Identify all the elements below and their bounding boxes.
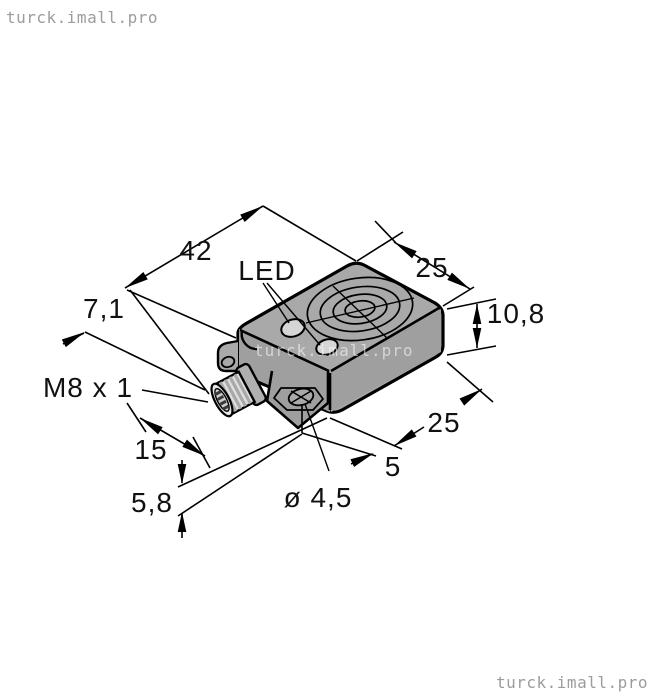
dim-line-42 bbox=[124, 205, 264, 289]
contact-slot bbox=[219, 399, 227, 406]
contact-slot bbox=[222, 404, 230, 411]
extension-line bbox=[374, 220, 397, 244]
top-face-notch-arc bbox=[240, 330, 258, 351]
sensing-ring-2 bbox=[319, 285, 401, 333]
contact-slot bbox=[214, 390, 222, 396]
side-face-shade bbox=[331, 309, 441, 412]
led-indicator-2 bbox=[315, 338, 339, 356]
extension-line bbox=[329, 417, 403, 450]
arrowhead bbox=[182, 439, 205, 456]
extension-line bbox=[126, 289, 237, 339]
extension-line bbox=[84, 331, 206, 391]
dim-label-width-top: 25 bbox=[415, 252, 448, 283]
arrowheads bbox=[61, 206, 482, 532]
crosshair-line bbox=[305, 297, 415, 324]
extension-line bbox=[192, 436, 211, 469]
top-side-edge bbox=[330, 306, 440, 373]
dim-label-length: 42 bbox=[179, 235, 212, 266]
arrowhead bbox=[459, 389, 482, 406]
arrowhead bbox=[240, 206, 263, 223]
hole-cross-line bbox=[290, 390, 312, 404]
tick-10-8-bottom bbox=[446, 345, 497, 356]
top-front-edge bbox=[239, 328, 330, 373]
sensing-ring-outer bbox=[306, 276, 414, 342]
arrowhead bbox=[472, 328, 482, 348]
dim-line-5 bbox=[301, 432, 377, 457]
extension-line bbox=[177, 433, 303, 517]
watermark-top-left: turck.imall.pro bbox=[6, 8, 158, 27]
arrowhead bbox=[177, 512, 187, 532]
sensor-body bbox=[216, 261, 445, 414]
led-label: LED bbox=[238, 255, 295, 286]
arrowhead bbox=[350, 453, 374, 468]
arrowhead bbox=[177, 464, 187, 484]
arrowhead bbox=[140, 418, 163, 435]
hole-diameter-leader bbox=[304, 403, 330, 472]
dim-label-height: 10,8 bbox=[487, 298, 546, 329]
hole-diameter-label: ø 4,5 bbox=[284, 482, 353, 513]
mounting-hole-boss bbox=[265, 370, 330, 430]
leader-lines bbox=[141, 282, 330, 472]
slot-curl-detail bbox=[220, 355, 236, 369]
contact-slot bbox=[217, 395, 225, 401]
led-leader-1 bbox=[262, 282, 290, 324]
dim-label-connector-offset: 15 bbox=[134, 434, 167, 465]
extension-line bbox=[129, 289, 210, 395]
led-leader-2 bbox=[266, 282, 321, 346]
dim-label-connector-protrusion: 7,1 bbox=[83, 293, 125, 324]
extension-line bbox=[442, 286, 475, 307]
thread-label: M8 x 1 bbox=[43, 372, 133, 403]
thread-band bbox=[228, 376, 247, 407]
sensing-face bbox=[305, 276, 415, 342]
extension-line bbox=[356, 231, 404, 262]
sensing-ring-3 bbox=[332, 293, 388, 325]
thread-band bbox=[223, 378, 243, 410]
tick-10-8-top bbox=[446, 298, 497, 310]
watermark-bottom-right: turck.imall.pro bbox=[496, 673, 648, 692]
arrowhead bbox=[125, 271, 148, 288]
thread-leader bbox=[141, 389, 209, 403]
extension-line bbox=[262, 205, 357, 262]
led-indicator-1 bbox=[280, 318, 306, 338]
arrowhead bbox=[472, 304, 482, 324]
crosshair-line bbox=[332, 285, 388, 339]
arrowhead bbox=[394, 242, 417, 259]
construction-lines-behind bbox=[84, 205, 357, 517]
dimension-labels: 42 LED 25 10,8 7,1 M8 x 1 15 25 5 ø 4,5 … bbox=[43, 235, 546, 518]
arrowhead bbox=[447, 272, 470, 289]
arrowhead bbox=[394, 429, 417, 446]
arrowhead bbox=[61, 332, 85, 348]
watermark-body: turck.imall.pro bbox=[254, 341, 414, 360]
thread-band bbox=[233, 373, 252, 405]
dim-label-hole-to-edge: 5 bbox=[385, 451, 402, 482]
extension-line bbox=[446, 361, 494, 403]
m8-connector bbox=[210, 362, 267, 418]
dim-label-base-offset: 5,8 bbox=[131, 487, 173, 518]
dim-label-width-bottom: 25 bbox=[427, 407, 460, 438]
extension-line bbox=[126, 402, 147, 433]
